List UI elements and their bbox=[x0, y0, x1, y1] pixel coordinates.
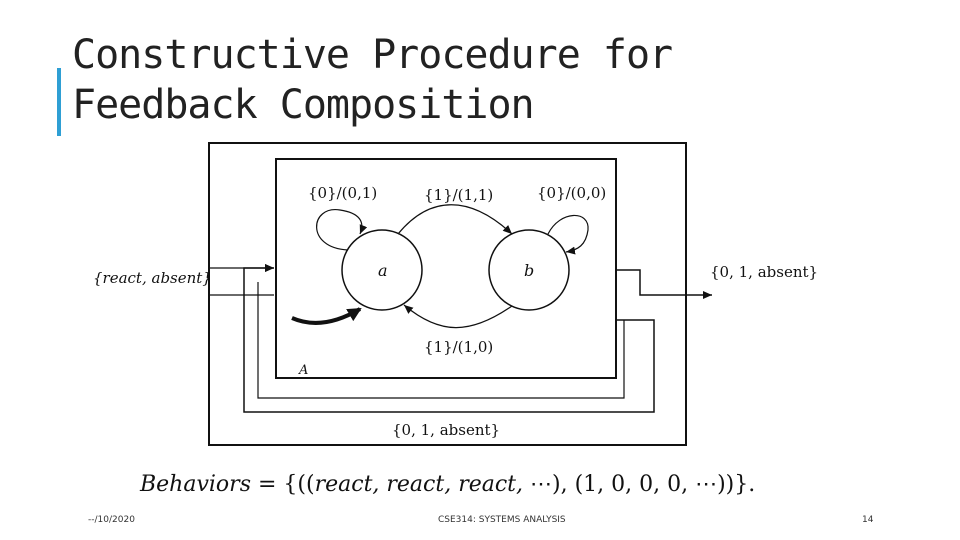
transition-a-self-label: {0}/(0,1) bbox=[308, 184, 377, 202]
feedback-label: {0, 1, absent} bbox=[392, 421, 500, 439]
footer-course: CSE314: SYSTEMS ANALYSIS bbox=[438, 515, 566, 525]
behaviors-equation: Behaviors = {((react, react, react, ⋯), … bbox=[140, 472, 755, 497]
initial-state-arrow bbox=[291, 307, 362, 325]
outer-composition-box bbox=[208, 142, 687, 446]
transition-b-to-a-label: {1}/(1,0) bbox=[424, 338, 493, 356]
state-a-label: a bbox=[378, 261, 388, 280]
behaviors-open: {(( bbox=[283, 472, 315, 497]
behaviors-rest: ⋯), (1, 0, 0, 0, ⋯))}. bbox=[523, 472, 756, 497]
title-accent-bar bbox=[57, 68, 61, 136]
transition-b-self-arrow bbox=[547, 214, 589, 255]
footer-date: --/10/2020 bbox=[88, 515, 135, 525]
transition-b-self-label: {0}/(0,0) bbox=[537, 184, 606, 202]
transition-a-to-b-arrow bbox=[397, 204, 513, 235]
behaviors-inputs: react, react, react, bbox=[314, 472, 524, 497]
footer-page-number: 14 bbox=[862, 515, 874, 525]
actor-box bbox=[275, 158, 617, 379]
behaviors-label: Behaviors bbox=[140, 472, 251, 497]
transition-b-to-a-arrow bbox=[403, 304, 513, 329]
output-label: {0, 1, absent} bbox=[710, 263, 818, 281]
state-b-label: b bbox=[524, 261, 534, 280]
actor-label: A bbox=[298, 363, 308, 378]
transition-a-to-b-label: {1}/(1,1) bbox=[424, 186, 493, 204]
output-wire bbox=[616, 269, 712, 299]
behaviors-equals: = bbox=[251, 472, 284, 497]
input-label: {react, absent} bbox=[93, 269, 212, 287]
state-a-circle bbox=[341, 229, 423, 311]
slide-title-line1: Constructive Procedure for bbox=[72, 32, 673, 78]
state-b-circle bbox=[488, 229, 570, 311]
slide-title-line2: Feedback Composition bbox=[72, 82, 535, 128]
slide-title: Constructive Procedure for Feedback Comp… bbox=[72, 30, 673, 130]
transition-a-self-arrow bbox=[316, 209, 368, 251]
feedback-wire-inner bbox=[257, 282, 625, 399]
